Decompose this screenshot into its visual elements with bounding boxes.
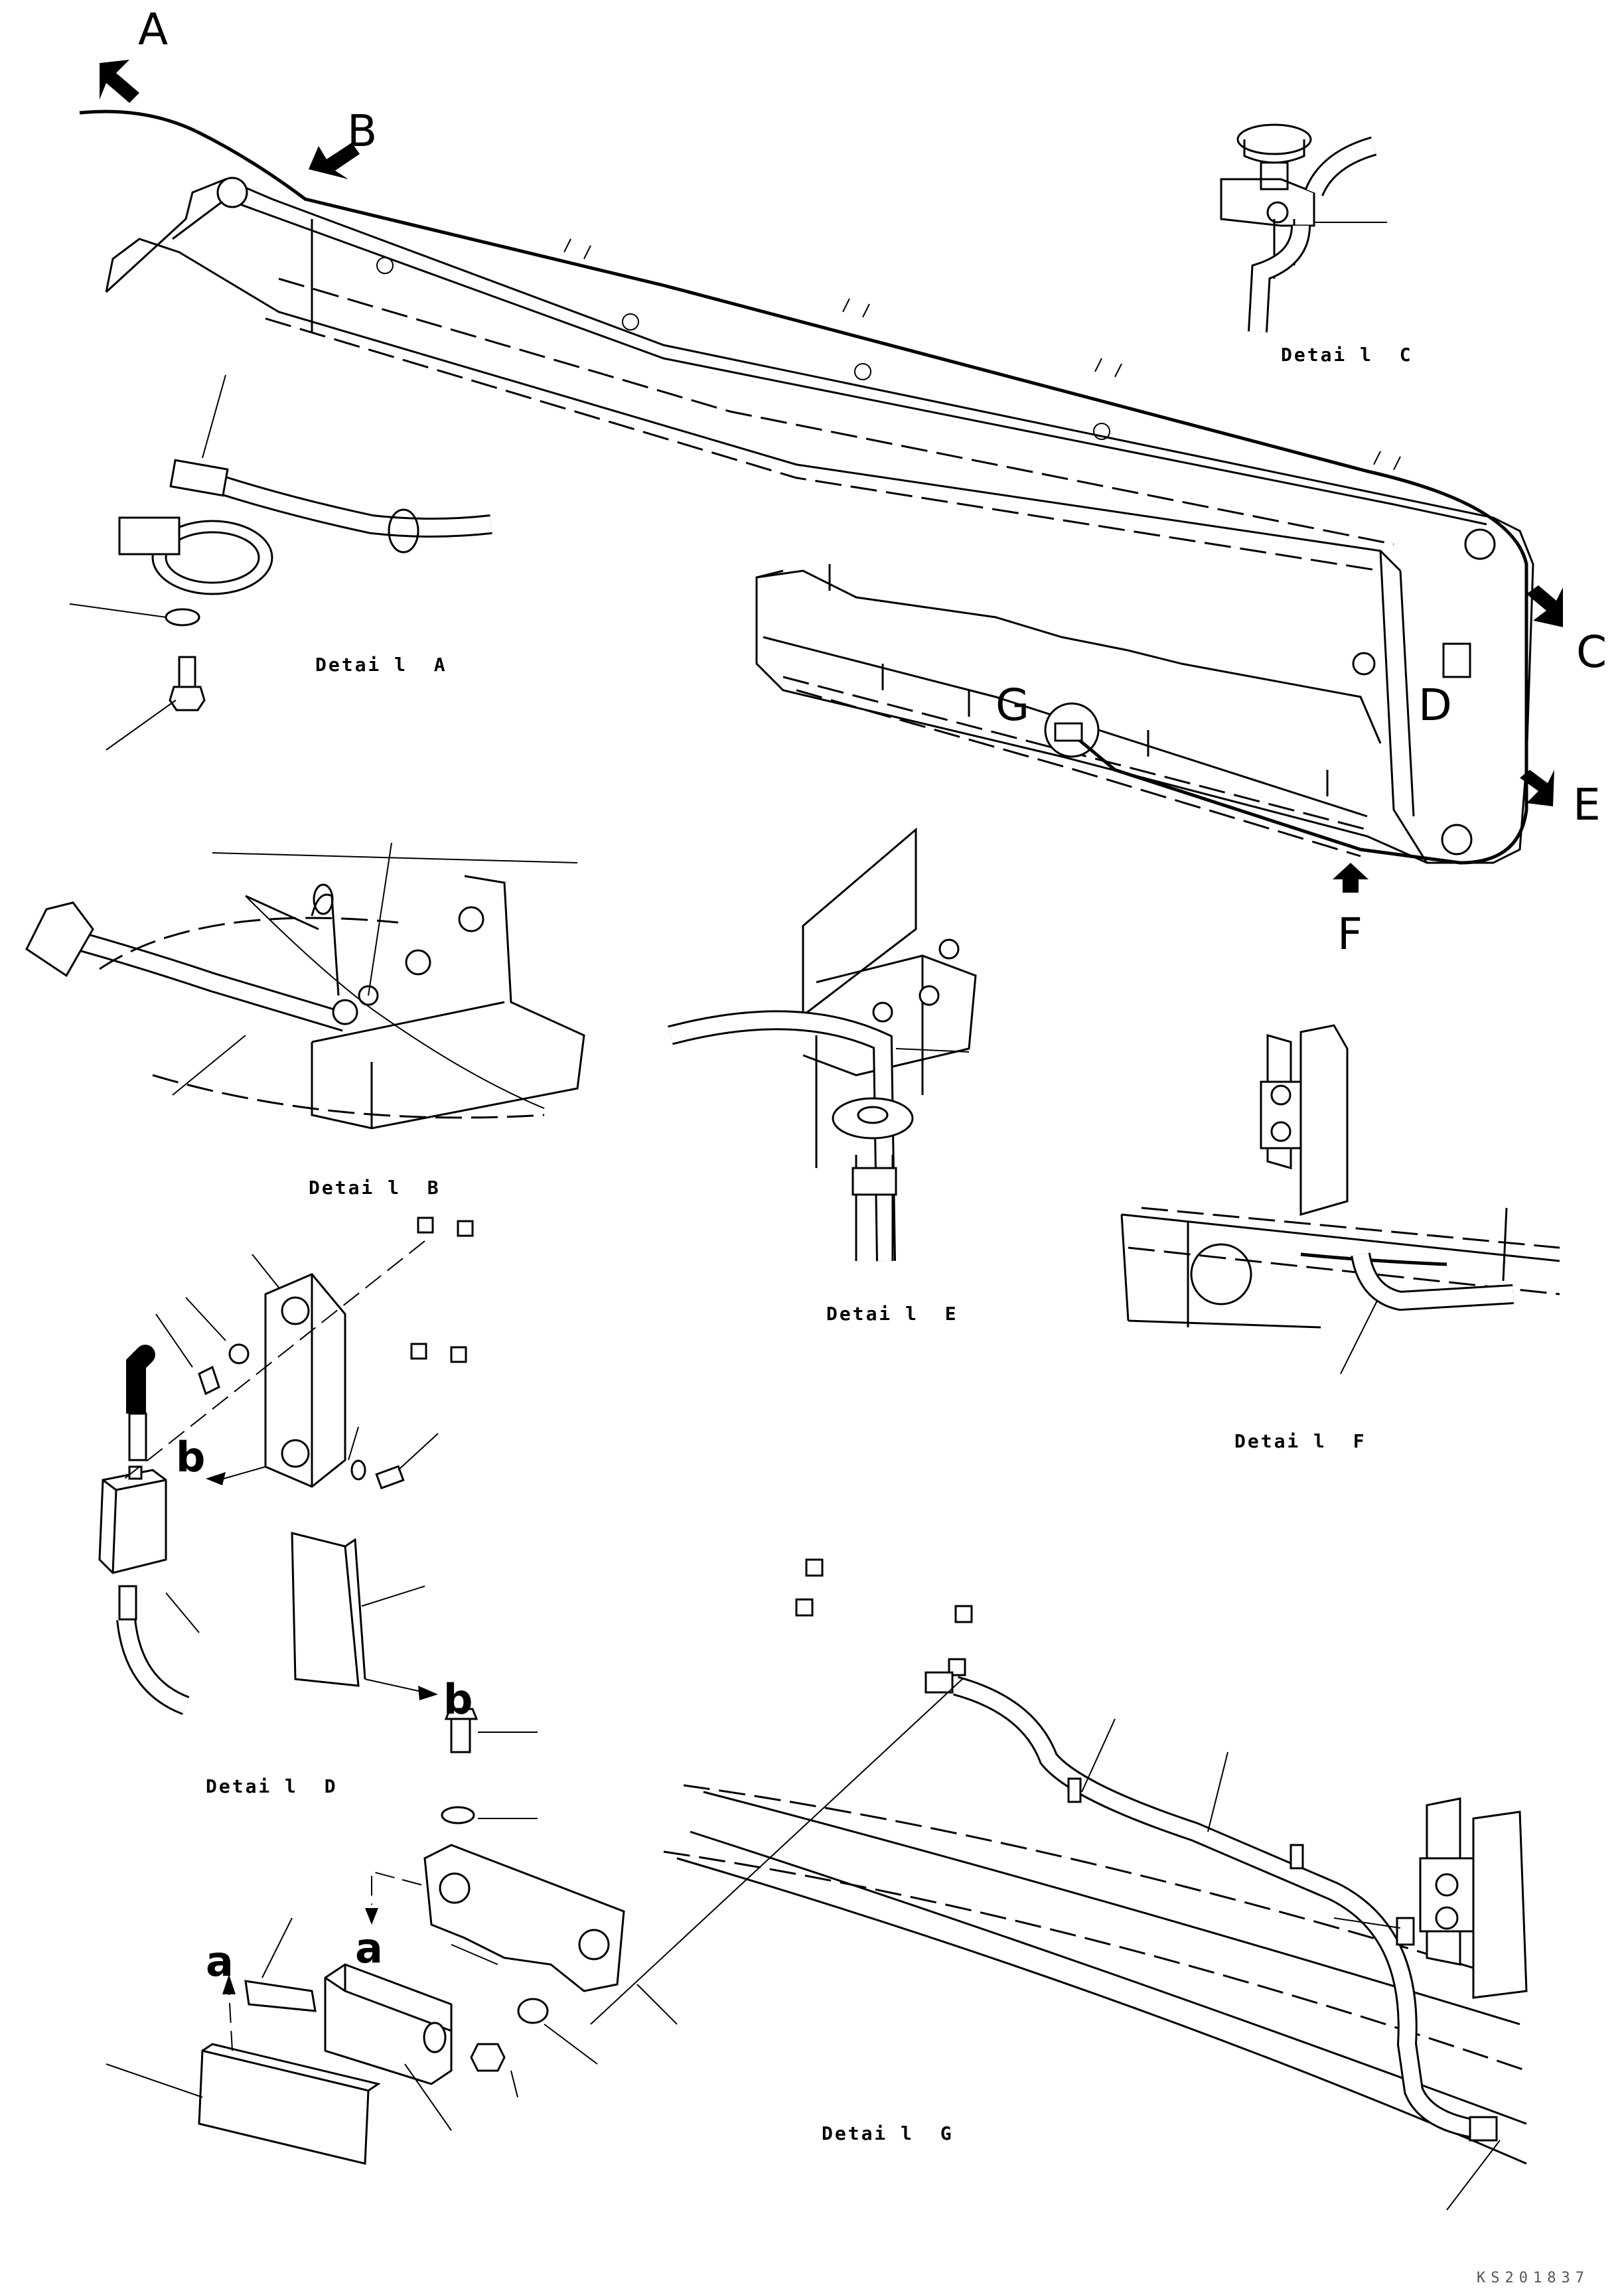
detail-b-figure: [25, 842, 585, 1130]
document-id: KS201837: [1477, 2270, 1589, 2286]
arrow-f: [1333, 863, 1368, 893]
detail-d-figure: [98, 1217, 474, 1716]
detail-f-figure: [1120, 1024, 1560, 1374]
callout-a-small-2: a: [206, 1937, 234, 1986]
reference-arrows: [100, 60, 1563, 893]
arrow-e: [1520, 770, 1554, 806]
detail-a-figure: [69, 374, 492, 751]
detail-g-figure: [590, 1558, 1528, 2211]
detail-e-figure: [668, 827, 977, 1262]
callout-a-small-1: a: [355, 1924, 383, 1972]
callout-c: C: [1576, 627, 1607, 678]
callout-g: G: [996, 680, 1030, 731]
caption-detail-d: Detai l D: [206, 1775, 338, 1797]
main-boom-assembly: [79, 110, 1534, 865]
arrow-a: [100, 60, 139, 103]
callout-a: A: [138, 4, 169, 55]
callout-d: D: [1418, 680, 1452, 731]
caption-detail-b: Detai l B: [309, 1177, 441, 1199]
callout-b-small-1: b: [176, 1433, 206, 1481]
detail-g-bracket-assembly: [106, 1708, 678, 2165]
arrow-b: [309, 143, 360, 179]
callout-f: F: [1337, 909, 1363, 960]
caption-detail-c: Detai l C: [1281, 344, 1413, 366]
callout-e: E: [1573, 779, 1601, 830]
caption-detail-f: Detai l F: [1234, 1430, 1366, 1452]
caption-detail-g: Detai l G: [822, 2122, 954, 2144]
callout-b-small-2: b: [443, 1675, 473, 1724]
arrow-c: [1526, 585, 1563, 627]
caption-detail-a: Detai l A: [315, 654, 447, 676]
caption-detail-e: Detai l E: [826, 1303, 958, 1325]
detail-c-figure: [1220, 123, 1387, 333]
callout-b: B: [347, 106, 378, 157]
